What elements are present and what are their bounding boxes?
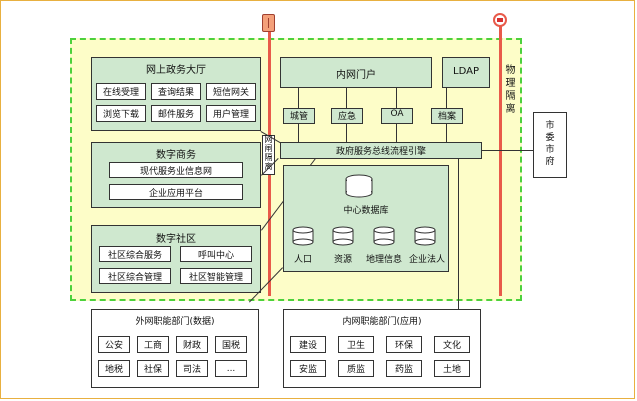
central-db-title: 中心数据库 [343,206,389,216]
module-connector [396,124,397,142]
db-label: 资源 [333,255,352,265]
portal-connector [298,88,299,108]
internal-dept-item: 安监 [290,360,326,377]
internal-dept-item: 建设 [290,336,326,353]
db-label: 人口 [293,255,312,265]
module-label: 城管 [289,112,308,122]
db-cylinder-icon [373,226,395,246]
module-box [283,108,315,124]
internal-dept-item: 文化 [434,336,470,353]
intranet-portal-box [280,57,432,88]
external-dept-item: 地税 [98,360,130,377]
ldap-box [442,57,490,88]
city-committee-label: 市委市府 [545,121,555,167]
digital-community-item: 社区综合管理 [99,268,171,284]
digital-community-item: 社区智能管理 [180,268,252,284]
physical-isolation-label: 物理隔离 [505,65,516,115]
internal-dept-item: 土地 [434,360,470,377]
db-label: 地理信息 [365,255,402,265]
ldap-label: LDAP [453,66,479,77]
online-hall-item: 浏览下载 [96,105,146,122]
internal-dept-item: 质监 [338,360,374,377]
digital-community-title: 数字社区 [156,234,196,245]
module-label: 档案 [437,112,456,122]
service-bus-label: 政府服务总线流程引擎 [335,147,426,157]
intranet-portal-label: 内网门户 [336,70,376,81]
online-hall-item: 短信网关 [206,83,256,100]
online-hall-item: 用户管理 [206,105,256,122]
db-cylinder-icon [332,226,354,246]
module-connector [346,124,347,142]
internal-dept-item: 环保 [386,336,422,353]
service-bus [280,142,482,159]
external-dept-item: 公安 [98,336,130,353]
portal-connector [446,88,447,108]
internal-dept-item: 药监 [386,360,422,377]
external-dept-item: 国税 [215,336,247,353]
physical-isolation-line [499,22,502,296]
online-hall-item: 查询结果 [151,83,201,100]
digital-community-item: 呼叫中心 [180,246,252,262]
external-dept-item: 财政 [176,336,208,353]
city-committee-box [533,112,567,178]
db-cylinder-icon [414,226,436,246]
module-box [331,108,363,124]
online-hall-item: 邮件服务 [151,105,201,122]
module-box [381,108,413,124]
online-hall-title: 网上政务大厅 [146,65,206,76]
central-db-icon [345,174,373,198]
digital-community-item: 社区综合服务 [99,246,171,262]
portal-connector [346,88,347,108]
digital-commerce-item: 现代服务业信息网 [109,162,243,178]
module-connector [298,124,299,142]
module-label: OA [390,109,404,119]
internal-depts-title: 内网职能部门(应用) [342,317,422,327]
external-depts-title: 外网职能部门(数据) [135,317,215,327]
bus-to-internal-line [458,159,459,309]
network-gate-icon [262,14,275,32]
bus-to-city-line [482,150,533,151]
internal-dept-item: 卫生 [338,336,374,353]
portal-connector [396,88,397,108]
module-label: 应急 [337,112,356,122]
online-hall-item: 在线受理 [96,83,146,100]
digital-commerce-item: 企业应用平台 [109,184,243,200]
physical-isolation-icon [493,13,507,27]
external-dept-item: 工商 [137,336,169,353]
db-cylinder-icon [292,226,314,246]
external-dept-item: ... [215,360,247,377]
module-connector [446,124,447,142]
external-dept-item: 司法 [176,360,208,377]
digital-commerce-title: 数字商务 [156,150,196,161]
external-dept-item: 社保 [137,360,169,377]
module-box [431,108,463,124]
db-label: 企业法人 [408,255,445,265]
